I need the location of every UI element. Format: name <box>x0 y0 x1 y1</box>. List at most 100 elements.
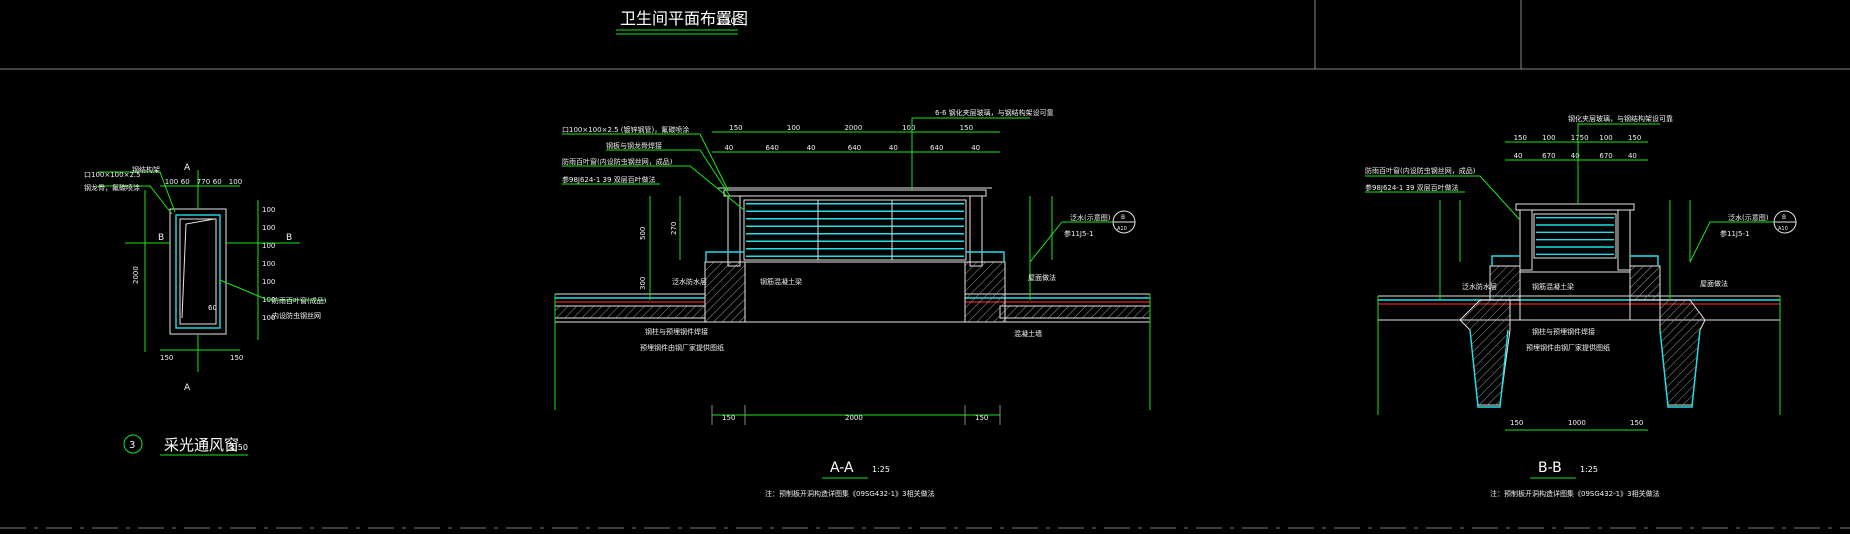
aa-note-frame: 口100×100×2.5 (镀锌钢管)，氟碳喷涂 <box>562 125 689 134</box>
detail3-dim-bottom-3: 150 <box>230 354 243 362</box>
aa-dim-top2-7: 40 <box>971 144 980 152</box>
bb-dim-top1-5: 150 <box>1628 134 1641 142</box>
aa-dim-top2-6: 640 <box>930 144 943 152</box>
bb-note-ref: 参98J624-1 39 双层百叶做法 <box>1365 183 1459 192</box>
aa-note-ref: 参98J624-1 39 双层百叶做法 <box>562 175 656 184</box>
aa-circle-ref-bottom: A10 <box>1117 226 1127 232</box>
aa-dim-top1-1: 150 <box>729 124 742 132</box>
aa-dim-top1-3: 2000 <box>844 124 862 132</box>
aa-dim-top1-5: 150 <box>960 124 973 132</box>
aa-circle-ref-top: B <box>1121 214 1125 221</box>
detail3-dim-right-1: 100 <box>262 206 275 214</box>
bb-note-side-left: 泛水防水层 <box>1462 282 1497 291</box>
aa-dim-top2-2: 640 <box>765 144 778 152</box>
aa-dim-top2-4: 640 <box>848 144 861 152</box>
aa-dim-left-3: 300 <box>639 277 647 290</box>
detail-number-circle <box>123 434 143 454</box>
aa-dim-top1-2: 100 <box>787 124 800 132</box>
bb-note-bottom: 注：预制板开洞构造详图集《09SG432-1》3相关做法 <box>1490 489 1660 498</box>
bb-dim-top2-5: 40 <box>1628 152 1637 160</box>
aa-circle-text2: 参11J5-1 <box>1064 229 1093 238</box>
aa-callout-top-right: 6-6 钢化夹层玻璃，与钢结构架设可靠 <box>935 108 1054 117</box>
bb-dim-bottom-2: 1000 <box>1568 419 1586 427</box>
detail3-dim-top-2: 60 <box>181 178 190 186</box>
detail-number: 3 <box>129 440 135 451</box>
detail3-title: 采光通风窗 <box>164 436 239 454</box>
aa-note-waterproof: 混凝土墙 <box>1014 329 1042 338</box>
detail3-dim-right-5: 100 <box>262 278 275 286</box>
detail3-note-frame: 口100×100×2.5 <box>84 171 141 179</box>
bb-label: B-B <box>1538 460 1562 476</box>
section-b-left-label: B <box>158 233 164 243</box>
section-a-a: 150 100 2000 100 150 40 640 40 640 40 640 40 500 2… <box>554 108 1151 498</box>
bb-dim-top2-4: 670 <box>1599 152 1612 160</box>
bb-dim-bottom-1: 150 <box>1510 419 1523 427</box>
detail3-note-louver1: 防雨百叶窗(成品) <box>272 296 327 305</box>
header-title-block: 卫生间平面布置图 1:50 <box>616 9 748 35</box>
aa-dim-top2-3: 40 <box>807 144 816 152</box>
detail3-title-scale: 1:50 <box>230 443 248 452</box>
section-a-top-label: A <box>184 163 191 173</box>
bb-note-bottom2: 预埋钢件由钢厂家提供图纸 <box>1526 343 1610 352</box>
detail3-dim-top-5: 100 <box>229 178 242 186</box>
detail3-dim-right-7: 100 <box>262 314 275 322</box>
bb-scale: 1:25 <box>1580 465 1598 474</box>
bb-note-beam: 钢筋混凝土梁 <box>1532 282 1574 291</box>
detail3-dim-right-4: 100 <box>262 260 275 268</box>
section-a-bottom-label: A <box>184 383 191 393</box>
aa-note-bottom2: 预埋钢件由钢厂家提供图纸 <box>640 343 724 352</box>
detail3-dim-left: 2000 <box>132 266 140 284</box>
bb-circle-text1: 泛水(示意图) <box>1728 213 1769 222</box>
detail3-dim-top-4: 60 <box>213 178 222 186</box>
detail3-dim-top-1: 100 <box>165 178 178 186</box>
detail3-dim-top-3: 770 <box>197 178 210 186</box>
bb-note-roof: 屋面做法 <box>1700 279 1728 288</box>
aa-dim-bottom-1: 150 <box>722 414 735 422</box>
aa-circle-text1: 泛水(示意图) <box>1070 213 1111 222</box>
detail3-note-louver2: 内设防虫钢丝网 <box>272 311 321 320</box>
aa-note-side-left: 泛水防水层 <box>672 277 707 286</box>
bb-circle-text2: 参11J5-1 <box>1720 229 1749 238</box>
header-title-scale: 1:50 <box>716 17 736 27</box>
aa-dim-left-2: 270 <box>670 222 678 235</box>
detail3-dim-bottom-1: 150 <box>160 354 173 362</box>
bb-note-bottom1: 钢柱与预埋钢件焊接 <box>1532 327 1595 336</box>
detail3-note-steel: 钢龙骨，氟碳喷涂 <box>84 183 140 192</box>
aa-dim-top2-1: 40 <box>724 144 733 152</box>
detail3-dim-right-3: 100 <box>262 242 275 250</box>
bb-dim-top1-3: 1750 <box>1571 134 1589 142</box>
aa-note-roof: 屋面做法 <box>1028 273 1056 282</box>
bb-dim-top1-4: 100 <box>1599 134 1612 142</box>
bb-circle-ref-top: B <box>1782 214 1786 221</box>
section-b-b: 150 100 1750 100 150 40 670 40 670 40 150 1000 1… <box>1365 114 1797 498</box>
detail3-dim-right-2: 100 <box>262 224 275 232</box>
aa-dim-bottom-2: 2000 <box>845 414 863 422</box>
aa-note-steel: 钢板与钢龙骨焊接 <box>606 141 662 150</box>
header-title: 卫生间平面布置图 <box>620 9 748 28</box>
aa-note-bottom1: 钢柱与预埋钢件焊接 <box>645 327 708 336</box>
detail3-note-frame2: 钢结构架 <box>132 165 160 174</box>
bb-dim-bottom-3: 150 <box>1630 419 1643 427</box>
bb-dim-top2-1: 40 <box>1514 152 1523 160</box>
aa-dim-left-1: 500 <box>639 227 647 240</box>
detail3-dim-inner: 60 <box>208 304 217 312</box>
aa-dim-top2-5: 40 <box>889 144 898 152</box>
aa-note-flashing: 钢筋混凝土梁 <box>760 277 802 286</box>
bb-dim-top2-3: 40 <box>1571 152 1580 160</box>
aa-note-bottom: 注：预制板开洞构造详图集《09SG432-1》3相关做法 <box>765 489 935 498</box>
bb-dim-top1-1: 150 <box>1514 134 1527 142</box>
aa-label: A-A <box>830 460 854 476</box>
bb-dim-top1-2: 100 <box>1542 134 1555 142</box>
bb-note-louver: 防雨百叶窗(内设防虫钢丝网，成品) <box>1365 166 1476 175</box>
aa-dim-top1-4: 100 <box>902 124 915 132</box>
bb-circle-ref-bottom: A10 <box>1778 226 1788 232</box>
section-b-right-label: B <box>286 233 292 243</box>
aa-scale: 1:25 <box>872 465 890 474</box>
bb-dim-top2-2: 670 <box>1542 152 1555 160</box>
bb-callout-top: 钢化夹层玻璃，与钢结构架设可靠 <box>1568 114 1673 123</box>
aa-note-louver: 防雨百叶窗(内设防虫钢丝网，成品) <box>562 157 673 166</box>
aa-dim-bottom-3: 150 <box>975 414 988 422</box>
